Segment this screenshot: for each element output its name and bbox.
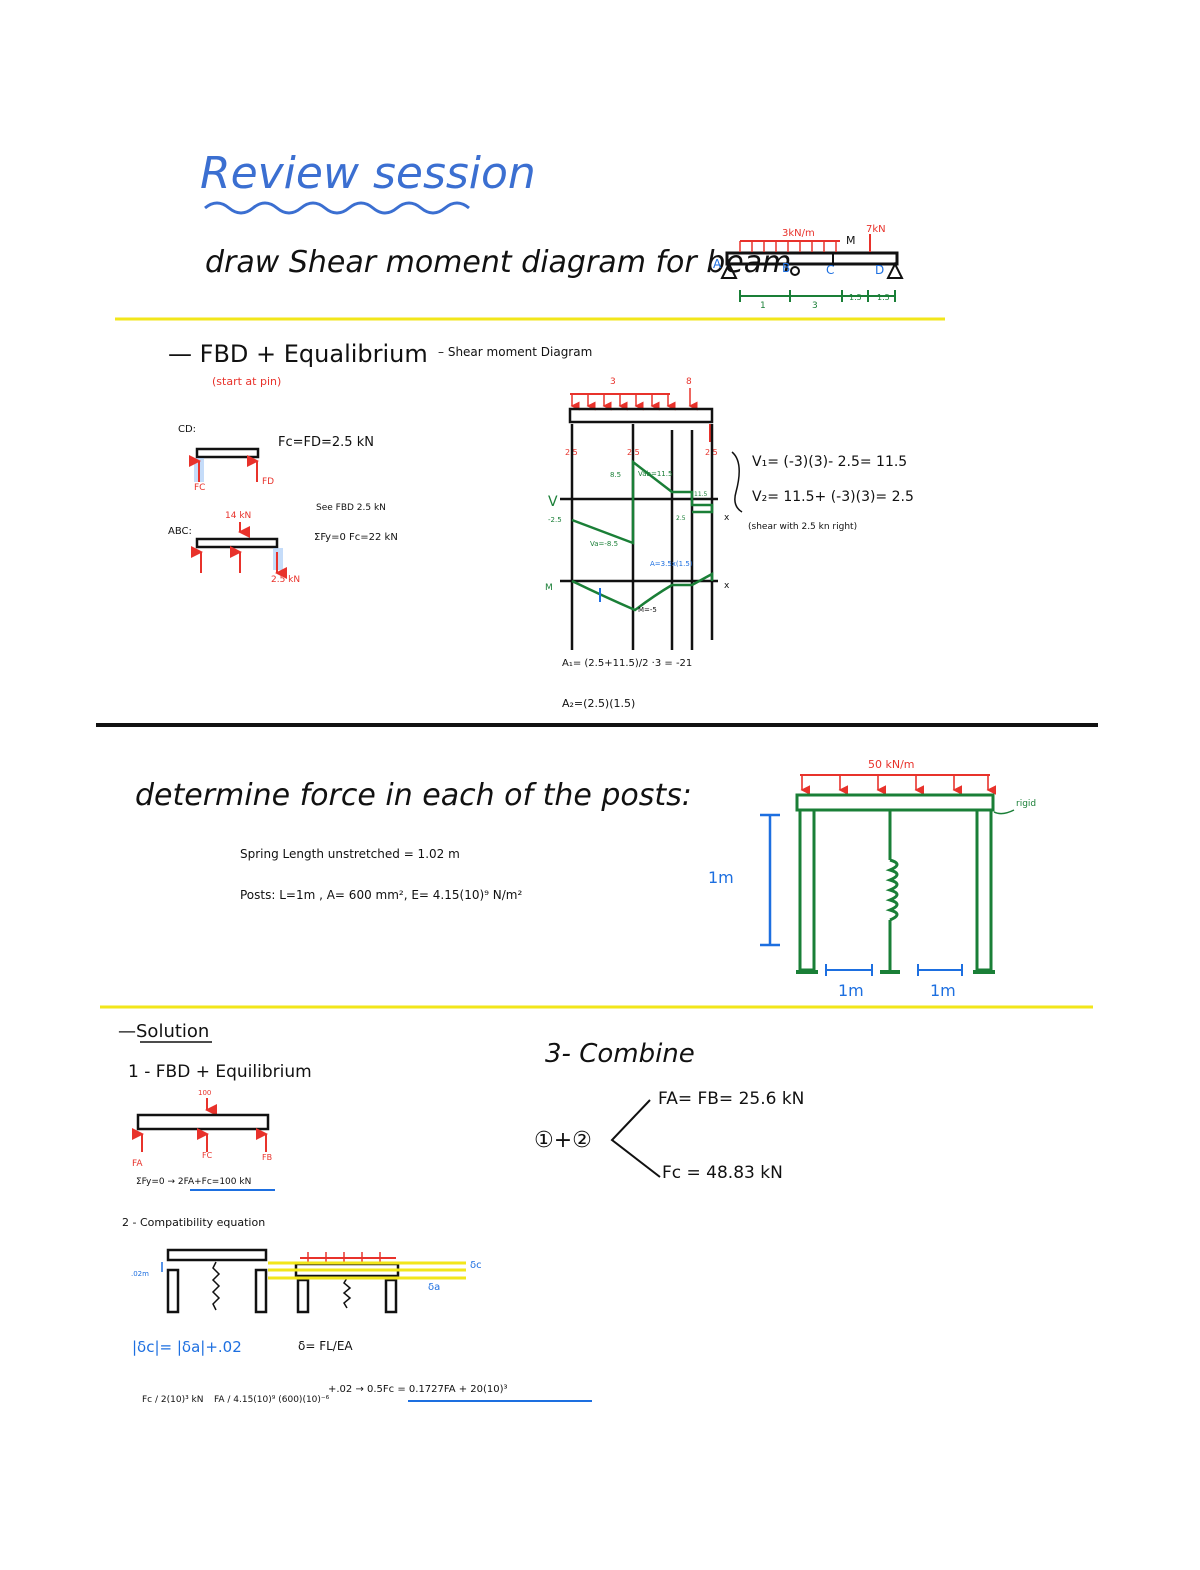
diag-load-point: 8 [686,377,692,387]
eq2-rhs: FA / 4.15(10)⁹ (600)(10)⁻⁶ [214,1395,330,1405]
cd-label: CD: [178,424,196,435]
dim-3: 1.5 [849,293,862,302]
point-c: C [826,263,834,277]
diagram-heading: – Shear moment Diagram [438,345,592,359]
gap-label: .02m [131,1270,149,1278]
area-1: A₁= (2.5+11.5)/2 ·3 = -21 [562,658,692,669]
step-1: 1 - FBD + Equilibrium [128,1062,312,1082]
force-fc: FC [202,1151,213,1160]
dim-1: 1 [760,301,766,311]
area-2: A₂=(2.5)(1.5) [562,697,635,710]
point-a: A [713,257,722,271]
fbd-heading: — FBD + Equalibrium [168,340,428,368]
v-val-1: -2.5 [548,516,562,524]
combine-branch [610,1099,661,1178]
step-2: 2 - Compatibility equation [122,1216,265,1229]
span-2-label: 1m [930,981,956,1000]
delta-a-label: δa [428,1282,440,1293]
compat-eq: |δc|= |δa|+.02 [132,1338,242,1356]
m-val-1: A=3.5x(1.5) [650,560,693,568]
sol-beam [136,1113,270,1131]
shear-curve [571,459,714,545]
posts-load: 50 kN/m [868,758,915,771]
result-1: FA= FB= 25.6 kN [658,1089,804,1109]
title-underline [204,201,470,215]
sketch-load-dist: 3kN/m [782,228,815,239]
v-val-5: 2.5 [676,515,686,522]
eq2-lhs: Fc / 2(10)³ kN [142,1395,204,1405]
result-2: Fc = 48.83 kN [662,1163,783,1183]
span-1-label: 1m [838,981,864,1000]
abc-note1: See FBD 2.5 kN [316,503,386,513]
rigid-label: rigid [1016,799,1036,809]
force-fa: FA [132,1159,143,1169]
v-val-2: 8.5 [610,471,621,479]
posts-sketch: 50 kN/m rigid 1m [708,758,1036,1000]
solution-heading: —Solution [118,1021,209,1042]
height-label: 1m [708,868,734,887]
point-d: D [875,263,884,277]
compat-sketch: .02m δc δa [131,1248,482,1314]
abc-beam [195,537,279,549]
abc-tip: 2.5 kN [271,575,300,585]
v-val-6: Va=-8.5 [590,540,618,548]
diag-eq2: V₂= 11.5+ (-3)(3)= 2.5 [752,489,914,505]
eq2-tail: +.02 → 0.5Fc = 0.1727FA + 20(10)³ [328,1384,508,1395]
delta-formula: δ= FL/EA [298,1339,353,1353]
sol-load: 100 [198,1089,211,1097]
v-axis-label: V [548,494,558,510]
point-b: B [782,261,790,275]
abc-note2: ΣFy=0 Fc=22 kN [314,532,398,543]
given-2: Posts: L=1m , A= 600 mm², E= 4.15(10)⁹ N… [240,888,522,902]
abc-load: 14 kN [225,511,251,521]
m-axis-label: M [545,583,553,593]
dim-2: 3 [812,301,818,311]
sketch-moment: M [846,234,856,247]
problem2-statement: determine force in each of the posts: [135,778,692,813]
force-fb: FB [262,1153,272,1162]
sketch-load-point: 7kN [866,224,886,235]
step-3: 3- Combine [545,1039,695,1069]
sol-eq1: ΣFy=0 → 2FA+Fc=100 kN [136,1177,251,1187]
problem1-statement: draw Shear moment diagram for beam [205,245,791,280]
x-axis-label-m: x [724,581,730,591]
given-1: Spring Length unstretched = 1.02 m [240,847,460,861]
moment-curve [571,571,714,612]
v-val-4: 11.5 [694,491,708,498]
shear-moment-diagram: 3 8 2.5 2.5 2.5 V M x x -2.5 [545,377,914,710]
x-axis-label-v: x [724,513,730,523]
cd-equation: Fc=FD=2.5 kN [278,435,374,450]
dim-4: 1.5 [877,293,890,302]
cd-force-fc: FC [194,483,205,493]
delta-c-label: δc [470,1260,482,1271]
cd-force-fd: FD [262,477,274,487]
diag-eq3: (shear with 2.5 kn right) [748,522,857,532]
m-val-2: M=-5 [638,606,657,614]
abc-label: ABC: [168,526,192,537]
combine-lhs: ①+② [534,1128,592,1153]
page-title: Review session [200,148,536,199]
v-val-3: Vab=11.5 [638,470,672,478]
beam-sketch: 3kN/m 7kN M A B C D 1 3 1.5 1.5 [713,224,904,311]
diag-load-dist: 3 [610,377,616,387]
fbd-subheading: (start at pin) [212,375,281,388]
diag-eq1: V₁= (-3)(3)- 2.5= 11.5 [752,454,907,470]
cd-beam [195,447,260,459]
